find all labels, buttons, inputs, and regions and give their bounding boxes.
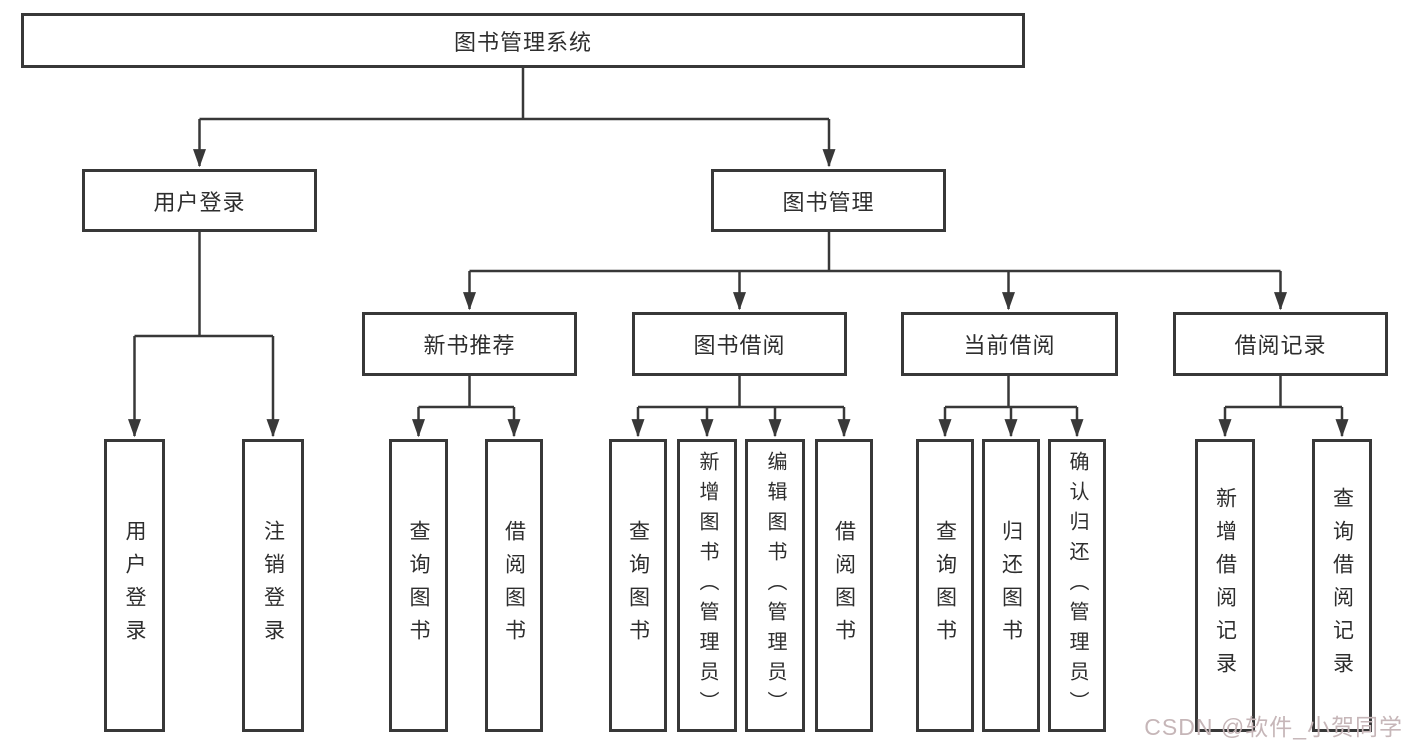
leaf-borrow-books: 借阅图书 [815,439,873,732]
leaf-query-borrow-record: 查询借阅记录 [1312,439,1372,732]
leaf-edit-book-admin: 编辑图书（管理员） [745,439,805,732]
leaf-query-books-borrowing: 查询图书 [609,439,667,732]
leaf-add-borrow-record: 新增借阅记录 [1195,439,1255,732]
leaf-confirm-return-admin: 确认归还（管理员） [1048,439,1106,732]
node-user-login: 用户登录 [82,169,317,232]
leaf-add-book-admin: 新增图书（管理员） [677,439,737,732]
node-new-book-recommendation: 新书推荐 [362,312,577,376]
leaf-return-books: 归还图书 [982,439,1040,732]
leaf-logout: 注销登录 [242,439,304,732]
node-borrowing-records: 借阅记录 [1173,312,1388,376]
leaf-query-books-recommend: 查询图书 [389,439,448,732]
node-book-management: 图书管理 [711,169,946,232]
node-current-borrowing: 当前借阅 [901,312,1118,376]
leaf-query-books-current: 查询图书 [916,439,974,732]
watermark: CSDN @软件_小贺同学 [1144,714,1403,740]
node-book-borrowing: 图书借阅 [632,312,847,376]
node-book-management-system: 图书管理系统 [21,13,1025,68]
leaf-user-login: 用户登录 [104,439,165,732]
leaf-borrow-books-recommend: 借阅图书 [485,439,543,732]
